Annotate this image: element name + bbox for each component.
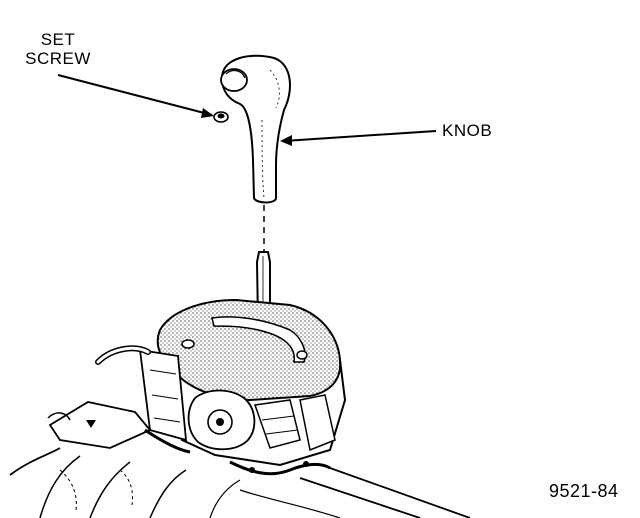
set-screw-label-line2: SCREW bbox=[25, 49, 91, 68]
figure-number: 9521-84 bbox=[549, 481, 619, 501]
set-screw-leader bbox=[57, 74, 214, 118]
set-screw-label-line1: SET bbox=[40, 30, 76, 49]
knob-label: KNOB bbox=[442, 121, 493, 140]
shifter-housing bbox=[47, 298, 347, 476]
knob-leader bbox=[280, 130, 437, 146]
set-screw-part bbox=[213, 111, 229, 123]
set-screw-label: SET SCREW bbox=[18, 30, 98, 68]
floor-pan bbox=[9, 447, 471, 518]
knob-part bbox=[220, 54, 291, 204]
